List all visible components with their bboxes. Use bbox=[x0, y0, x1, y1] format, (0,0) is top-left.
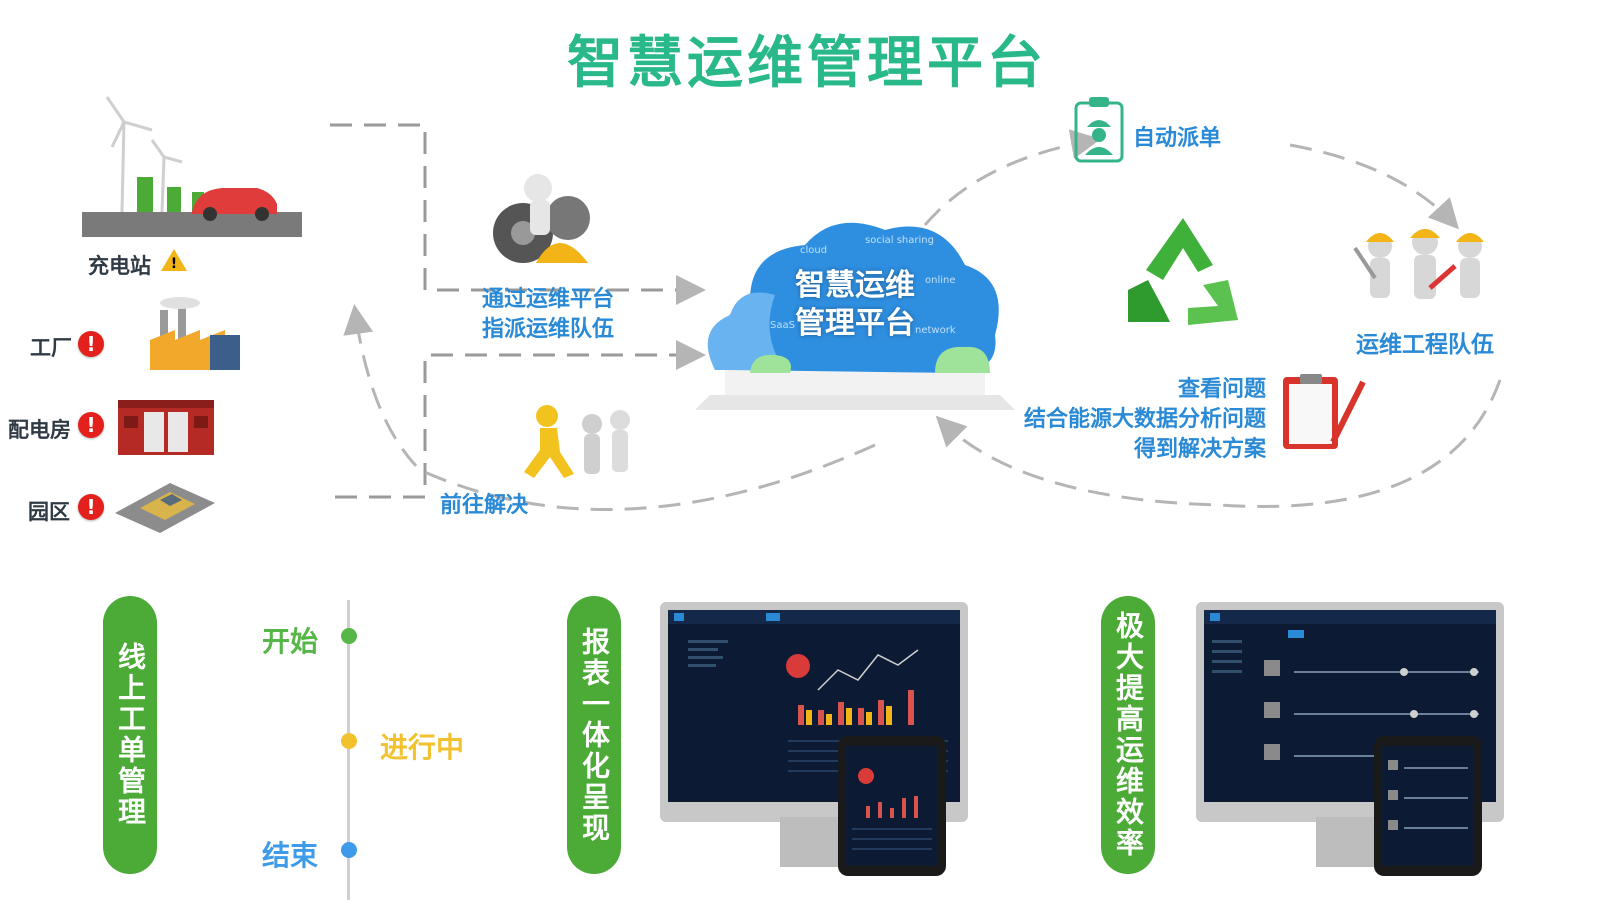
recycle-icon bbox=[1118, 210, 1248, 335]
cloud-tag: cloud bbox=[800, 245, 828, 256]
timeline-line bbox=[347, 600, 350, 900]
alert-icon: ! bbox=[78, 412, 104, 438]
alert-icon: ! bbox=[78, 494, 104, 520]
analysis-line-3: 得到解决方案 bbox=[1133, 437, 1266, 462]
engineer-team-icon bbox=[1350, 218, 1500, 313]
site-park-label: 园区 bbox=[28, 500, 70, 524]
cloud-tag: network bbox=[915, 325, 956, 336]
charging-station-image bbox=[82, 92, 302, 242]
cloud-platform: 智慧运维 管理平台 social sharing SaaS cloud onli… bbox=[690, 205, 1020, 415]
stage-start: 开始 bbox=[262, 625, 319, 658]
cloud-title-line-1: 智慧运维 bbox=[795, 268, 915, 303]
feature-report-pill: 报表一体化呈现 bbox=[567, 596, 621, 874]
tablet-screen bbox=[846, 746, 938, 866]
tablet-icon bbox=[1374, 736, 1482, 876]
gear-worker-icon bbox=[488, 168, 598, 278]
timeline-dot-progress bbox=[341, 733, 357, 749]
page-title: 智慧运维管理平台 bbox=[567, 31, 1047, 96]
alert-icon: ! bbox=[78, 331, 104, 357]
wind-turbine-icon bbox=[105, 96, 183, 213]
timeline-dot-end bbox=[341, 842, 357, 858]
warning-icon: ! bbox=[160, 247, 188, 273]
cloud-title-line-2: 管理平台 bbox=[795, 306, 915, 341]
cloud-title: 智慧运维 管理平台 bbox=[690, 267, 1020, 343]
analysis-text: 查看问题 结合能源大数据分析问题 得到解决方案 bbox=[990, 375, 1266, 465]
timeline-dot-start bbox=[341, 628, 357, 644]
go-solve-text: 前往解决 bbox=[440, 493, 529, 518]
stage-end: 结束 bbox=[262, 839, 319, 872]
assign-text: 通过运维平台 指派运维队伍 bbox=[468, 285, 628, 345]
assign-line-2: 指派运维队伍 bbox=[481, 317, 614, 342]
cloud-tag: social sharing bbox=[865, 235, 934, 246]
dispatch-icon bbox=[1073, 95, 1125, 165]
feature-ticket-pill: 线上工单管理 bbox=[103, 596, 157, 874]
site-charging-label: 充电站 bbox=[88, 254, 151, 278]
stage-progress: 进行中 bbox=[380, 731, 465, 764]
factory-image bbox=[150, 295, 245, 375]
park-image bbox=[110, 468, 220, 538]
runner-icon bbox=[512, 402, 642, 487]
site-power-room-label: 配电房 bbox=[8, 418, 71, 442]
auto-dispatch-text: 自动派单 bbox=[1133, 126, 1222, 151]
clipboard-icon bbox=[1278, 372, 1368, 452]
feature-efficiency-pill: 极大提高运维效率 bbox=[1101, 596, 1155, 874]
analysis-line-1: 查看问题 bbox=[1177, 377, 1266, 402]
team-text: 运维工程队伍 bbox=[1356, 332, 1494, 358]
tablet-icon bbox=[838, 736, 946, 876]
tablet-screen bbox=[1382, 746, 1474, 866]
assign-line-1: 通过运维平台 bbox=[481, 287, 614, 312]
analysis-line-2: 结合能源大数据分析问题 bbox=[1023, 407, 1266, 432]
cloud-tag: SaaS bbox=[770, 320, 795, 331]
svg-text:!: ! bbox=[171, 256, 177, 272]
power-room-image bbox=[118, 398, 216, 458]
cloud-tag: online bbox=[925, 275, 956, 286]
site-factory-label: 工厂 bbox=[30, 336, 72, 360]
